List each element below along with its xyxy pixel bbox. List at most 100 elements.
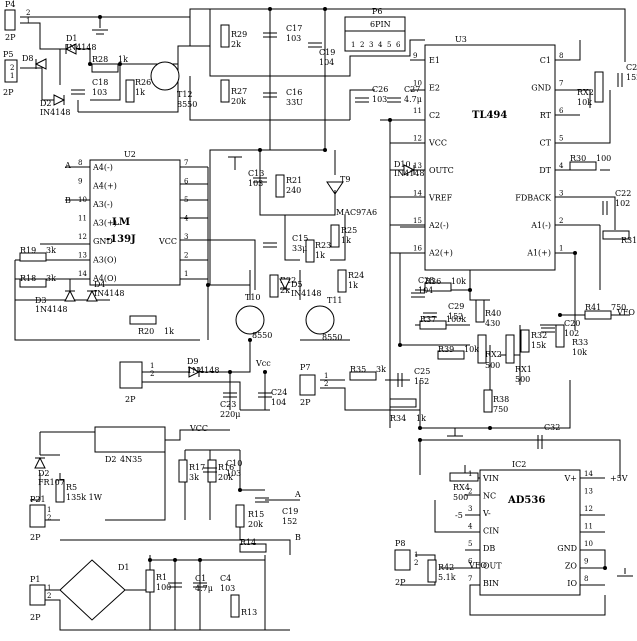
ic-pin-number: 13 — [413, 162, 422, 170]
ic-pin-number: 11 — [78, 215, 87, 223]
capacitor-ref: C28 — [418, 276, 434, 285]
capacitor-value: 4.7μ — [404, 95, 422, 104]
ic-pin-number: 8 — [584, 575, 588, 583]
connector-pin: 4 — [378, 41, 383, 49]
ic-name: TL494 — [472, 110, 507, 121]
svg-text:6PIN: 6PIN — [370, 20, 391, 29]
ic-pin-name: CT — [540, 139, 552, 148]
resistor-value: 5.1k — [438, 573, 456, 582]
svg-text:P7: P7 — [300, 363, 310, 372]
ic-pin-number: 5 — [559, 135, 563, 143]
transistor-t12: T12 8550 — [150, 61, 197, 109]
svg-text:Vcc: Vcc — [255, 359, 271, 368]
svg-text:T9: T9 — [340, 175, 350, 184]
capacitor-value: 104 — [271, 398, 286, 407]
resistor-value: 750 — [611, 303, 626, 312]
capacitor-value: 103 — [220, 584, 235, 593]
resistor-r36: R36 10k — [424, 277, 466, 292]
connector-pin: 1 — [47, 506, 51, 514]
ic-pin-name: DB — [483, 544, 495, 553]
diode-part: IN4148 — [66, 43, 97, 52]
capacitor-ref: C1 — [195, 574, 206, 583]
ic-pin-number: 6 — [468, 558, 473, 566]
diode-part: IN4148 — [291, 289, 322, 298]
ic-pin-name: GND — [557, 544, 577, 553]
resistor-value: 10k — [464, 345, 479, 354]
svg-text:A: A — [64, 161, 71, 170]
ic-pin-name: VREF — [428, 194, 453, 203]
ic-pin-number: 10 — [584, 540, 593, 548]
pot-rx4: RX4 500 — [449, 472, 479, 502]
diode-part: IN4148 — [40, 108, 71, 117]
resistor-ref: R36 — [425, 277, 441, 286]
svg-text:T10: T10 — [245, 293, 261, 302]
svg-text:8550: 8550 — [252, 331, 272, 340]
ic-pin-number: 14 — [584, 470, 593, 478]
resistor-value: 10k — [451, 277, 466, 286]
capacitor-value: 103 — [248, 179, 263, 188]
ic-pin-number: 3 — [184, 233, 188, 241]
capacitor-value: 104 — [418, 286, 433, 295]
resistor-ref: R13 — [241, 608, 257, 617]
ic-pin-name: E2 — [429, 84, 440, 93]
capacitor-ref: C24 — [271, 388, 287, 397]
resistor-value: 15k — [531, 341, 546, 350]
resistor-r31: R31470k — [602, 230, 637, 245]
resistor-value: 1k — [416, 414, 426, 423]
capacitor-ref: C13 — [248, 169, 264, 178]
connector-p6: 6PIN P6 — [344, 7, 406, 52]
capacitor-ref: C26 — [372, 85, 388, 94]
ic-pin-name: FDBACK — [515, 194, 552, 203]
resistor-ref: R20 — [138, 327, 154, 336]
ic-pin-number: 6 — [559, 107, 564, 115]
resistor-value: 1k — [135, 88, 145, 97]
diode-part: 1N4148 — [35, 305, 67, 314]
diode-ref: D5 — [291, 280, 303, 289]
resistor-value: 100 — [596, 154, 611, 163]
optocoupler-d2: 4N35 D2 — [94, 426, 166, 464]
svg-text:-5: -5 — [455, 511, 463, 520]
ic-pin-number: 5 — [184, 196, 188, 204]
ic-pin-number: 9 — [413, 52, 417, 60]
ic-pin-number: 13 — [78, 252, 87, 260]
ic-pin-number: 12 — [413, 135, 422, 143]
svg-text:8550: 8550 — [177, 100, 197, 109]
capacitor-ref: C23 — [220, 400, 236, 409]
ic-pin-number: 9 — [78, 178, 82, 186]
resistor-ref: R35 — [350, 365, 366, 374]
diode-d8: D8 — [22, 54, 47, 70]
ic-pin-number: 7 — [184, 159, 188, 167]
ic-ref: IC2 — [512, 460, 526, 469]
ic-pin-number: 11 — [584, 523, 593, 531]
svg-text:RX4: RX4 — [453, 483, 470, 492]
ic-pin-number: 4 — [468, 523, 473, 531]
ic-name-line1: LM — [112, 217, 130, 228]
connector-pin: 5 — [387, 41, 391, 49]
capacitor-value: 152 — [414, 377, 429, 386]
connector-pin: 1 — [26, 17, 30, 25]
ic-pin-number: 7 — [559, 80, 563, 88]
svg-text:RX2: RX2 — [485, 350, 502, 359]
ic-pin-name: V- — [482, 509, 491, 518]
capacitor-value: 152 — [282, 517, 297, 526]
ic-pin-name: A3(+) — [92, 219, 117, 228]
pot-rx2-10k: RX2 10k — [577, 71, 604, 107]
